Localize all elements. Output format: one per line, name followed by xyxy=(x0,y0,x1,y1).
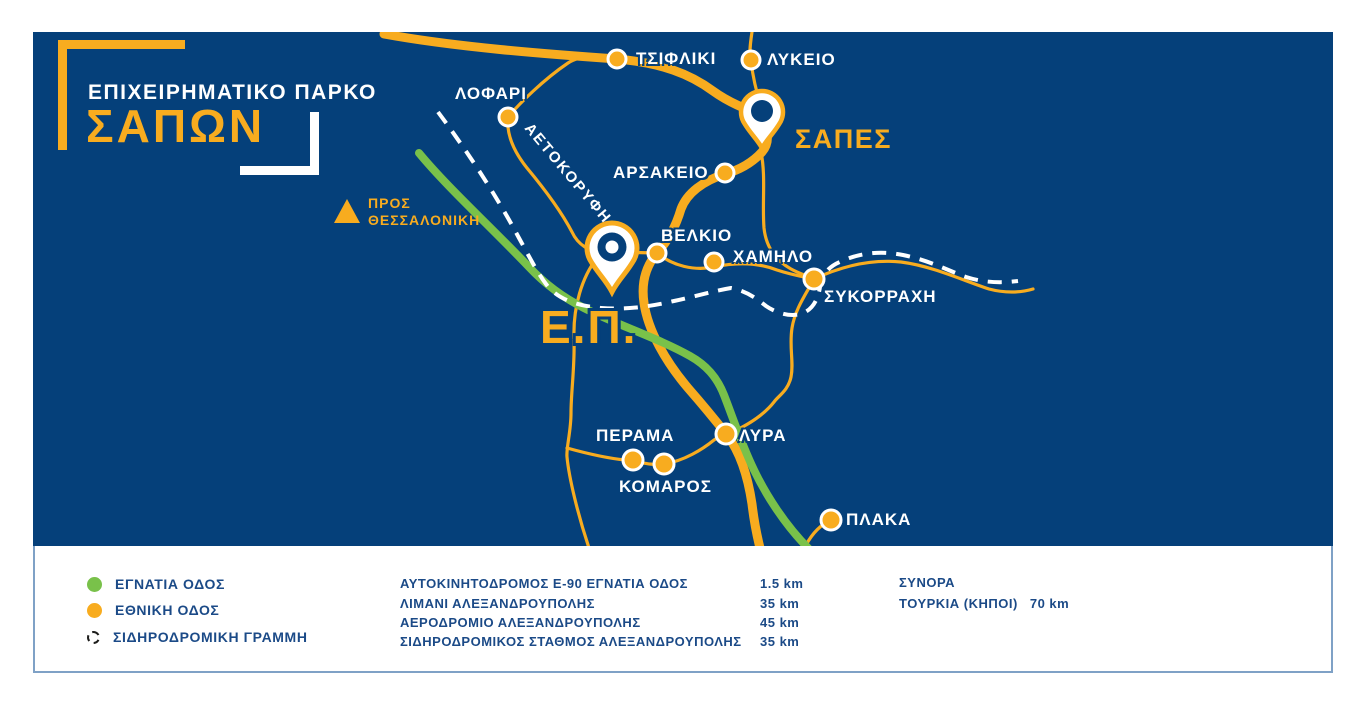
town-label-lyra: ΛΥΡΑ xyxy=(739,426,787,445)
road-aetokoryfi xyxy=(506,115,604,254)
town-label-hamilo: ΧΑΜΗΛΟ xyxy=(733,247,814,266)
legend-item-egnatia: ΕΓΝΑΤΙΑ ΟΔΟΣ xyxy=(87,576,225,592)
roads-layer xyxy=(379,32,1035,546)
distance-label-airport: ΑΕΡΟΔΡΟΜΙΟ ΑΛΕΞΑΝΔΡΟΥΠΟΛΗΣ xyxy=(400,615,641,630)
railway-swatch-icon xyxy=(87,630,100,644)
town-label-sykorrachi: ΣΥΚΟΡΡΑΧΗ xyxy=(824,287,937,306)
town-label-plaka: ΠΛΑΚΑ xyxy=(846,510,912,529)
town-marker-perama xyxy=(621,448,645,472)
page-title-line2: ΣΑΠΩΝ xyxy=(86,100,266,152)
legend-item-label: ΣΙΔΗΡΟΔΡΟΜΙΚΗ ΓΡΑΜΜΗ xyxy=(113,629,308,645)
distance-label-railstation: ΣΙΔΗΡΟΔΡΟΜΙΚΟΣ ΣΤΑΘΜΟΣ ΑΛΕΞΑΝΔΡΟΥΠΟΛΗΣ xyxy=(400,634,742,649)
legend-panel: ΕΓΝΑΤΙΑ ΟΔΟΣ ΕΘΝΙΚΗ ΟΔΟΣ ΣΙΔΗΡΟΔΡΟΜΙΚΗ Γ… xyxy=(33,546,1333,673)
business-park-label: Ε.Π. xyxy=(540,301,638,353)
town-marker-komaros xyxy=(652,452,676,476)
town-marker-lyra xyxy=(714,422,738,446)
road-sykorrachi-lyra xyxy=(726,277,816,436)
distance-value-motorway: 1.5 km xyxy=(760,576,804,591)
direction-label-line2: ΘΕΣΣΑΛΟΝΙΚΗ xyxy=(368,212,481,228)
title-bracket-top-left xyxy=(58,40,185,150)
town-label-perama: ΠΕΡΑΜΑ xyxy=(596,426,675,445)
distance-value-railstation: 35 km xyxy=(760,634,800,649)
town-label-velkio: ΒΕΛΚΙΟ xyxy=(661,226,733,245)
sapes-pin-icon xyxy=(738,88,786,153)
legend-item-label: ΕΓΝΑΤΙΑ ΟΔΟΣ xyxy=(115,576,225,592)
national-road-swatch-icon xyxy=(87,602,102,618)
town-marker-hamilo xyxy=(703,251,725,273)
road-velkio-sykorrachi xyxy=(655,251,816,281)
town-marker-tsifliki xyxy=(606,48,628,70)
map-canvas xyxy=(33,32,1333,546)
town-marker-sykorrachi xyxy=(802,267,826,291)
title-bracket-bottom-right xyxy=(240,112,319,175)
direction-label: ΠΡΟΣ ΘΕΣΣΑΛΟΝΙΚΗ xyxy=(368,195,480,229)
business-park-pin-icon xyxy=(584,220,640,298)
town-label-arsakeio: ΑΡΣΑΚΕΙΟ xyxy=(613,163,709,182)
border-distance-value: 70 km xyxy=(1029,596,1070,611)
town-label-tsifliki: ΤΣΙΦΛΙΚΙ xyxy=(636,49,717,68)
distance-value-airport: 45 km xyxy=(760,615,800,630)
direction-triangle-icon xyxy=(334,199,360,223)
town-marker-velkio xyxy=(646,242,668,264)
legend-item-railway: ΣΙΔΗΡΟΔΡΟΜΙΚΗ ΓΡΑΜΜΗ xyxy=(87,629,308,645)
page-title-line1: ΕΠΙΧΕΙΡΗΜΑΤΙΚΟ ΠΑΡΚΟ xyxy=(88,81,377,104)
egnatia-motorway xyxy=(415,149,812,546)
town-label-lykeio: ΛΥΚΕΙΟ xyxy=(767,50,836,69)
distance-label-motorway: ΑΥΤΟΚΙΝΗΤΟΔΡΟΜΟΣ Ε-90 ΕΓΝΑΤΙΑ ΟΔΟΣ xyxy=(400,576,688,591)
sapes-city-label: ΣΑΠΕΣ xyxy=(795,124,892,154)
road-sapes-sykorrachi xyxy=(759,150,816,281)
distance-value-port: 35 km xyxy=(760,596,800,611)
egnatia-road-swatch-icon xyxy=(87,576,102,592)
direction-label-line1: ΠΡΟΣ xyxy=(368,195,411,211)
town-marker-plaka xyxy=(819,508,843,532)
border-distance-row: ΤΟΥΡΚΙΑ (ΚΗΠΟΙ) 70 km xyxy=(899,596,1069,611)
railway-line xyxy=(436,110,1019,317)
town-marker-lofari xyxy=(497,106,519,128)
legend-item-label: ΕΘΝΙΚΗ ΟΔΟΣ xyxy=(115,602,220,618)
town-label-lofari: ΛΟΦΑΡΙ xyxy=(455,84,527,103)
road-sykorrachi-east xyxy=(812,259,1035,294)
town-label-komaros: ΚΟΜΑΡΟΣ xyxy=(619,477,712,496)
town-marker-arsakeio xyxy=(714,162,736,184)
distance-label-port: ΛΙΜΑΝΙ ΑΛΕΞΑΝΔΡΟΥΠΟΛΗΣ xyxy=(400,596,595,611)
town-marker-lykeio xyxy=(740,49,762,71)
border-title: ΣΥΝΟΡΑ xyxy=(899,575,956,590)
legend-item-national: ΕΘΝΙΚΗ ΟΔΟΣ xyxy=(87,602,219,618)
border-country-label: ΤΟΥΡΚΙΑ (ΚΗΠΟΙ) xyxy=(899,596,1018,611)
